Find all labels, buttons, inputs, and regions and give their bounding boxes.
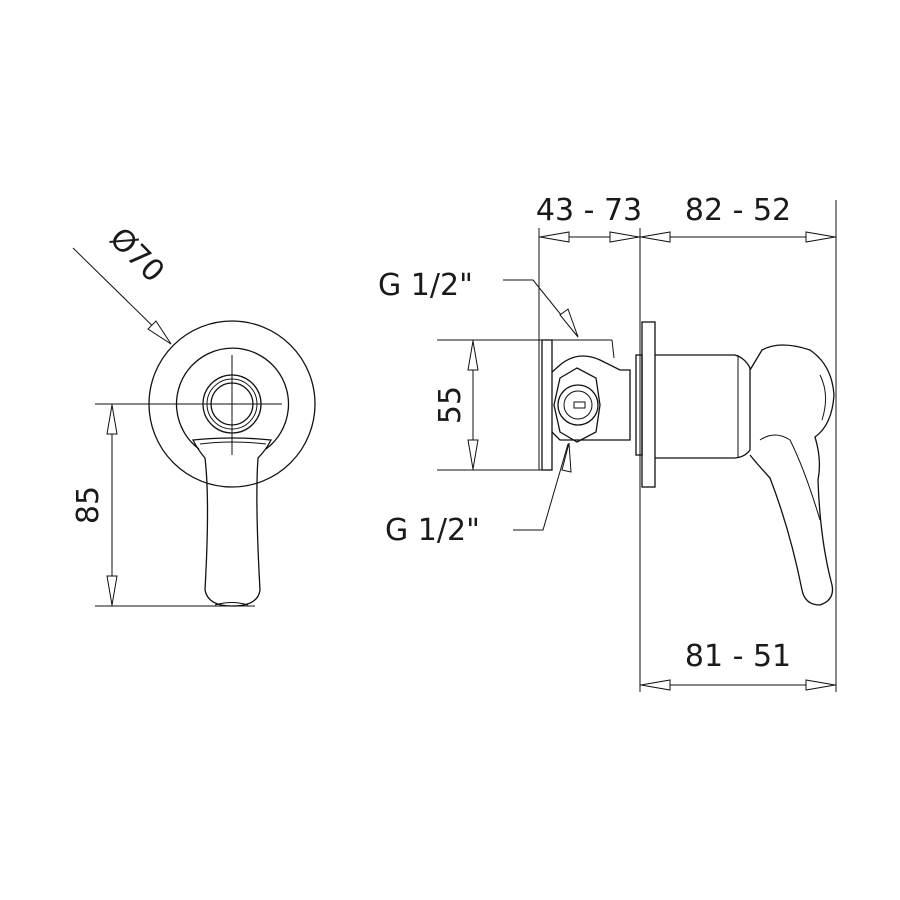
arrow-up-icon <box>106 404 118 435</box>
valve-body <box>551 355 631 441</box>
extension-line-top-drop <box>611 339 615 359</box>
arrow-left-icon <box>640 679 671 691</box>
projection-label: 82 - 52 <box>685 193 791 228</box>
body-height-label: 55 <box>433 386 468 424</box>
hex-nut <box>553 367 601 443</box>
arrow-right-icon <box>805 231 836 243</box>
thread-bottom-leader <box>513 443 569 531</box>
arrow-left-icon <box>539 231 570 243</box>
rough-in-depth-label: 43 - 73 <box>536 193 642 228</box>
wall-seal <box>635 354 643 456</box>
handle-cap-edge <box>819 374 826 421</box>
inlet-ring-inner <box>563 390 593 420</box>
arrow-down-icon <box>106 575 118 606</box>
escutcheon-inner-circle <box>175 347 290 450</box>
side-view: 43 - 73 82 - 52 81 - 51 55 G 1/2" G 1/2" <box>378 193 837 692</box>
arrow-left-icon <box>640 231 671 243</box>
handle-top-edge <box>199 441 267 445</box>
height-label: 85 <box>71 486 106 524</box>
thread-top-leader <box>503 279 579 337</box>
arrow-diagonal-icon <box>559 308 579 338</box>
thread-bottom-label: G 1/2" <box>385 513 480 548</box>
inlet-slot <box>573 401 586 409</box>
arrow-down-icon <box>467 439 479 470</box>
handle-lever-front <box>191 437 273 607</box>
valve-sleeve <box>655 354 751 459</box>
inlet-ring <box>557 384 599 426</box>
mounting-bracket <box>541 339 553 471</box>
handle-lever-side <box>749 344 835 606</box>
arrow-right-icon <box>805 679 836 691</box>
diameter-label: Ø70 <box>102 221 170 289</box>
handle-inner-edge <box>759 434 821 521</box>
handle-projection-label: 81 - 51 <box>685 639 791 674</box>
arrow-diagonal-icon <box>147 320 172 345</box>
handle-tip <box>214 602 249 606</box>
arrow-up-icon <box>467 340 479 371</box>
thread-top-label: G 1/2" <box>378 268 473 303</box>
arrow-diagonal-icon <box>561 442 572 473</box>
wall-plate <box>641 321 656 488</box>
front-view: 85 Ø70 <box>71 221 316 607</box>
arrow-right-icon <box>609 231 640 243</box>
